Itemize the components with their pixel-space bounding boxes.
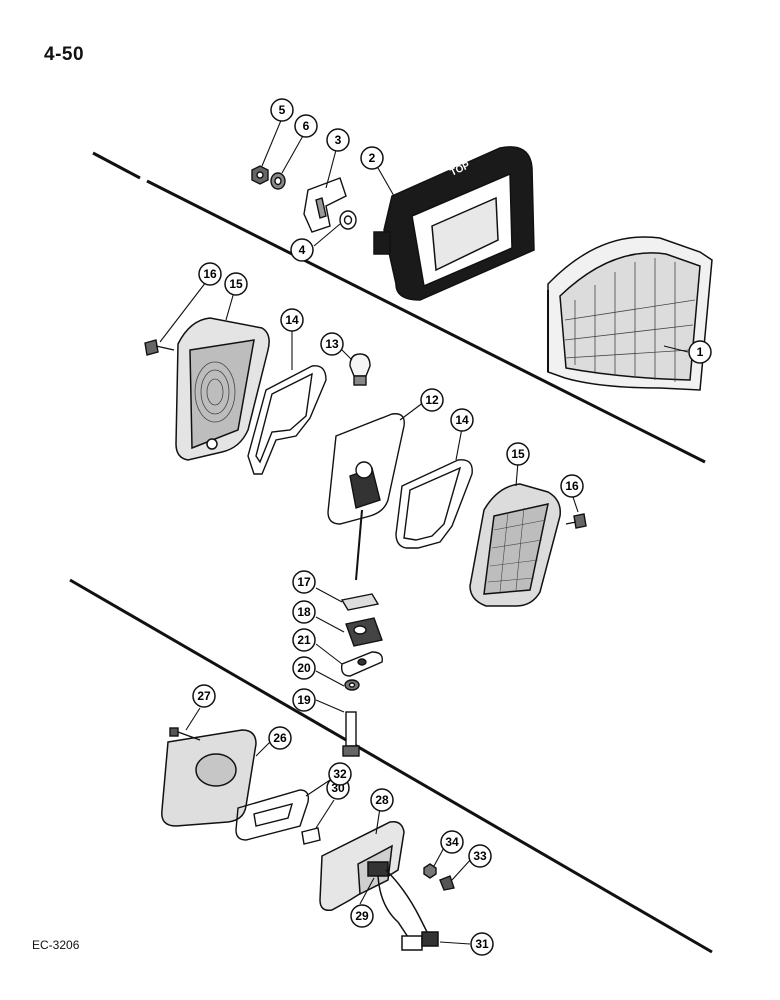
tail-lamp-housing-28 bbox=[319, 820, 405, 912]
callout-label: 2 bbox=[369, 151, 376, 165]
tail-lamp-lens-26 bbox=[161, 729, 257, 827]
callout-label: 29 bbox=[355, 909, 369, 923]
callout-33: 33 bbox=[468, 844, 492, 868]
callout-label: 27 bbox=[197, 689, 211, 703]
callout-20: 20 bbox=[292, 656, 316, 680]
gasket-14-right bbox=[395, 459, 473, 549]
callout-label: 1 bbox=[697, 345, 704, 359]
callout-2: 2 bbox=[360, 146, 384, 170]
screw-33 bbox=[439, 875, 455, 891]
callout-14-left: 14 bbox=[280, 308, 304, 332]
screw-16-left bbox=[144, 339, 175, 356]
callout-31: 31 bbox=[470, 932, 494, 956]
callout-15-left: 15 bbox=[224, 272, 248, 296]
spacer-18 bbox=[345, 617, 383, 647]
callout-label: 4 bbox=[299, 243, 306, 257]
sealed-beam-lamp bbox=[547, 236, 713, 391]
page-number: 4-50 bbox=[44, 44, 85, 65]
gasket-17 bbox=[340, 593, 380, 611]
callout-label: 14 bbox=[285, 313, 299, 327]
callout-label: 20 bbox=[297, 661, 311, 675]
callout-29: 29 bbox=[350, 904, 374, 928]
wiring-harness bbox=[367, 861, 439, 951]
callout-16-left: 16 bbox=[198, 262, 222, 286]
callout-label: 12 bbox=[425, 393, 439, 407]
callout-label: 34 bbox=[445, 835, 459, 849]
callout-27: 27 bbox=[192, 684, 216, 708]
callout-label: 33 bbox=[473, 849, 487, 863]
callout-6: 6 bbox=[294, 114, 318, 138]
callout-3: 3 bbox=[326, 128, 350, 152]
lamp-housing: TOP bbox=[373, 146, 535, 301]
socket-plate-12 bbox=[327, 413, 405, 581]
leader-lines bbox=[159, 117, 689, 945]
callout-5: 5 bbox=[270, 98, 294, 122]
section-divider-lines bbox=[69, 151, 713, 954]
callout-label: 15 bbox=[229, 277, 243, 291]
lockwasher-20 bbox=[344, 679, 360, 691]
callout-label: 28 bbox=[375, 793, 389, 807]
callout-label: 21 bbox=[297, 633, 311, 647]
callout-32: 32 bbox=[328, 762, 352, 786]
callout-label: 5 bbox=[279, 103, 286, 117]
callout-label: 32 bbox=[333, 767, 347, 781]
callout-13: 13 bbox=[320, 332, 344, 356]
washer-4 bbox=[339, 210, 357, 230]
callout-label: 6 bbox=[303, 119, 310, 133]
screw-16-right bbox=[565, 513, 587, 529]
callout-17: 17 bbox=[292, 570, 316, 594]
plate-21 bbox=[340, 651, 383, 677]
callout-layer: 1 2 3 4 5 6 12 13 14 14 15 15 16 16 17 1… bbox=[192, 98, 712, 956]
callout-1: 1 bbox=[688, 340, 712, 364]
screw-27 bbox=[169, 727, 201, 741]
callout-label: 14 bbox=[455, 413, 469, 427]
callout-12: 12 bbox=[420, 388, 444, 412]
bulb-30 bbox=[301, 827, 321, 845]
figure-code: EC-3206 bbox=[32, 938, 80, 952]
lamp-body-left bbox=[175, 317, 270, 461]
callout-18: 18 bbox=[292, 600, 316, 624]
bulb-13 bbox=[349, 353, 371, 386]
callout-label: 15 bbox=[511, 447, 525, 461]
lamp-lens-right bbox=[469, 483, 561, 607]
callout-21: 21 bbox=[292, 628, 316, 652]
callout-label: 3 bbox=[335, 133, 342, 147]
callout-14-right: 14 bbox=[450, 408, 474, 432]
callout-label: 16 bbox=[565, 479, 579, 493]
callout-19: 19 bbox=[292, 688, 316, 712]
callout-16-right: 16 bbox=[560, 474, 584, 498]
callout-label: 17 bbox=[297, 575, 311, 589]
callout-4: 4 bbox=[290, 238, 314, 262]
callout-34: 34 bbox=[440, 830, 464, 854]
callout-label: 26 bbox=[273, 731, 287, 745]
gasket-14-left bbox=[247, 365, 327, 475]
washer-6 bbox=[270, 172, 286, 190]
callout-26: 26 bbox=[268, 726, 292, 750]
nut-34 bbox=[423, 863, 437, 879]
mounting-bracket bbox=[303, 177, 347, 233]
callout-28: 28 bbox=[370, 788, 394, 812]
callout-label: 16 bbox=[203, 267, 217, 281]
gasket-32 bbox=[235, 789, 310, 841]
callout-label: 13 bbox=[325, 337, 339, 351]
bolt-19 bbox=[342, 711, 360, 757]
nut-5 bbox=[251, 165, 269, 185]
callout-label: 31 bbox=[475, 937, 489, 951]
callout-label: 19 bbox=[297, 693, 311, 707]
callout-15-right: 15 bbox=[506, 442, 530, 466]
callout-label: 18 bbox=[297, 605, 311, 619]
